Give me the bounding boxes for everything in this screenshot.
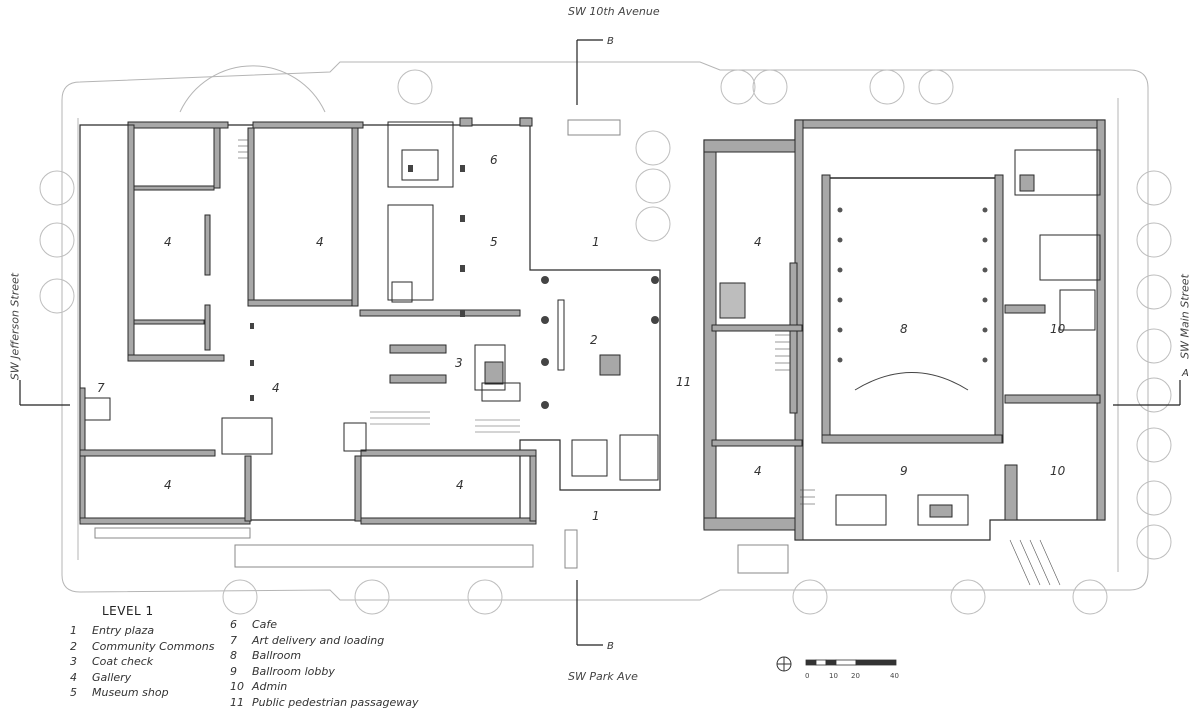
scale-label-20: 20 bbox=[851, 672, 860, 680]
room-lobby: 9 bbox=[900, 464, 908, 478]
room-coat: 3 bbox=[455, 356, 463, 370]
room-gallery-sw-right: 4 bbox=[456, 478, 464, 492]
scale-label-0: 0 bbox=[805, 672, 809, 680]
room-ballroom: 8 bbox=[900, 322, 908, 336]
scale-label-40: 40 bbox=[890, 672, 899, 680]
room-gallery-center: 4 bbox=[272, 381, 280, 395]
section-markers bbox=[20, 40, 1180, 645]
room-gallery-east-bottom: 4 bbox=[754, 464, 762, 478]
room-admin-bottom: 10 bbox=[1050, 464, 1066, 478]
section-a-right: A bbox=[1181, 368, 1189, 379]
legend-title: LEVEL 1 bbox=[102, 604, 154, 618]
room-shop: 5 bbox=[490, 235, 498, 249]
room-entry-north: 1 bbox=[592, 235, 600, 249]
west-building bbox=[80, 118, 660, 568]
room-gallery-sw-left: 4 bbox=[164, 478, 172, 492]
room-cafe: 6 bbox=[490, 153, 498, 167]
room-gallery-east-top: 4 bbox=[754, 235, 762, 249]
east-building bbox=[704, 120, 1105, 585]
room-entry-south: 1 bbox=[592, 509, 600, 523]
room-passage: 11 bbox=[676, 375, 691, 389]
room-commons: 2 bbox=[590, 333, 598, 347]
section-b-top: B bbox=[607, 36, 614, 47]
north-arrow bbox=[777, 657, 791, 671]
room-loading: 7 bbox=[97, 381, 105, 395]
room-gallery-nw-left: 4 bbox=[164, 235, 172, 249]
room-gallery-nw-right: 4 bbox=[316, 235, 324, 249]
scale-label-10: 10 bbox=[829, 672, 838, 680]
scale-bar bbox=[806, 660, 896, 665]
section-b-bottom: B bbox=[607, 641, 614, 652]
room-admin-top: 10 bbox=[1050, 322, 1066, 336]
